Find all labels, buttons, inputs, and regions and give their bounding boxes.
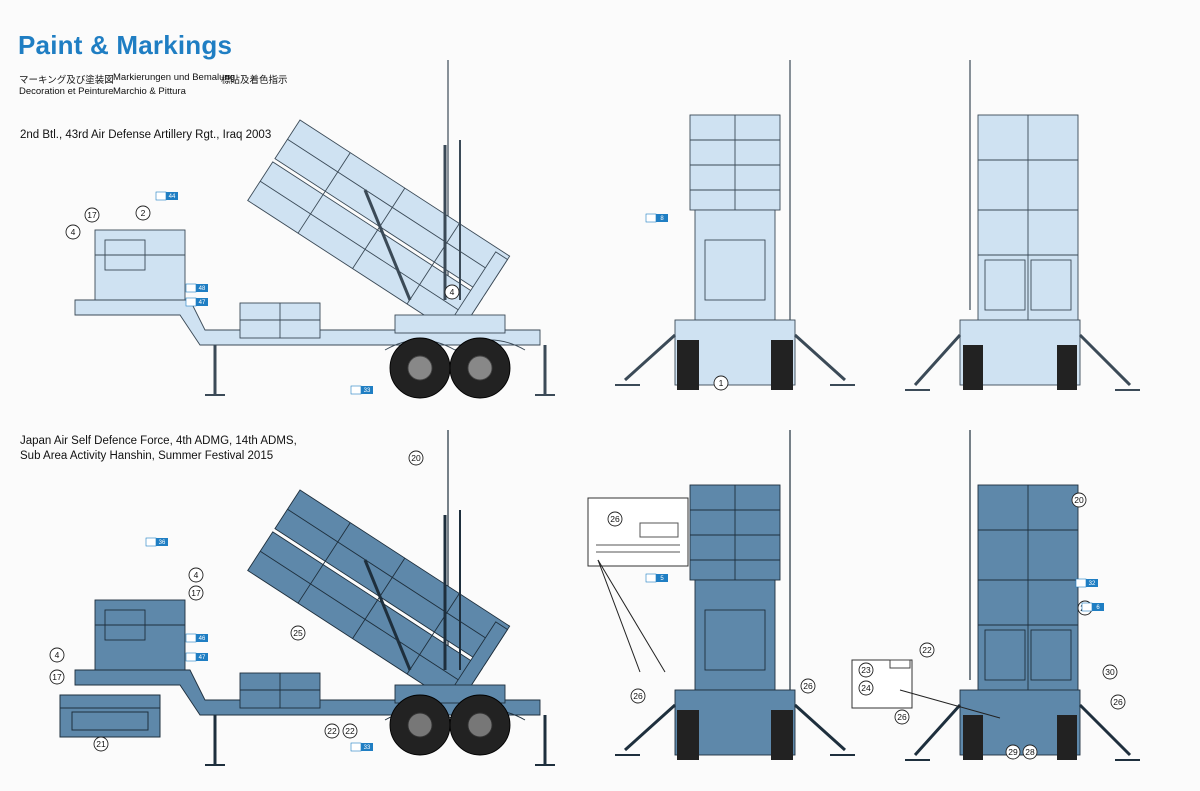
svg-text:4: 4 bbox=[450, 287, 455, 297]
paint-ref-47: 47 bbox=[185, 297, 208, 307]
paint-ref-33: 33 bbox=[350, 385, 373, 395]
svg-text:29: 29 bbox=[1008, 747, 1018, 757]
subtitle-french: Decoration et Peinture bbox=[19, 86, 114, 97]
callout-4: 4 bbox=[49, 647, 65, 663]
callout-1: 1 bbox=[713, 375, 729, 391]
svg-text:26: 26 bbox=[1113, 697, 1123, 707]
svg-text:44: 44 bbox=[169, 194, 176, 200]
paint-ref-6: 6 bbox=[1081, 602, 1104, 612]
svg-text:22: 22 bbox=[327, 726, 337, 736]
callout-24: 24 bbox=[858, 680, 874, 696]
svg-text:30: 30 bbox=[1105, 667, 1115, 677]
svg-text:1: 1 bbox=[719, 378, 724, 388]
callout-17: 17 bbox=[49, 669, 65, 685]
svg-text:25: 25 bbox=[293, 628, 303, 638]
scheme-1-front-view bbox=[613, 58, 857, 392]
callout-22: 22 bbox=[324, 723, 340, 739]
svg-text:46: 46 bbox=[199, 636, 206, 642]
callout-17: 17 bbox=[188, 585, 204, 601]
scheme-2-front-view bbox=[613, 428, 857, 762]
subtitle-italian: Marchio & Pittura bbox=[113, 86, 186, 97]
svg-text:47: 47 bbox=[199, 300, 206, 306]
svg-text:17: 17 bbox=[191, 588, 201, 598]
scheme-2-rear-view bbox=[903, 428, 1142, 762]
callout-4: 4 bbox=[444, 284, 460, 300]
svg-text:2: 2 bbox=[141, 208, 146, 218]
paint-ref-33: 33 bbox=[350, 742, 373, 752]
paint-ref-8: 8 bbox=[645, 213, 668, 223]
callout-22: 22 bbox=[919, 642, 935, 658]
callout-20: 20 bbox=[1071, 492, 1087, 508]
paint-ref-48: 48 bbox=[185, 283, 208, 293]
callout-4: 4 bbox=[188, 567, 204, 583]
svg-text:24: 24 bbox=[861, 683, 871, 693]
svg-text:8: 8 bbox=[660, 216, 664, 222]
paint-ref-32: 32 bbox=[1075, 578, 1098, 588]
paint-ref-36: 36 bbox=[145, 537, 168, 547]
paint-ref-47: 47 bbox=[185, 652, 208, 662]
svg-text:22: 22 bbox=[922, 645, 932, 655]
svg-text:20: 20 bbox=[1074, 495, 1084, 505]
inset-detail-generator bbox=[59, 694, 161, 738]
svg-text:21: 21 bbox=[96, 739, 106, 749]
svg-text:28: 28 bbox=[1025, 747, 1035, 757]
svg-text:26: 26 bbox=[803, 681, 813, 691]
callout-28: 28 bbox=[1022, 744, 1038, 760]
svg-text:33: 33 bbox=[364, 388, 371, 394]
svg-text:20: 20 bbox=[411, 453, 421, 463]
callout-22: 22 bbox=[342, 723, 358, 739]
svg-text:26: 26 bbox=[610, 514, 620, 524]
callout-26: 26 bbox=[800, 678, 816, 694]
svg-text:23: 23 bbox=[861, 665, 871, 675]
svg-text:4: 4 bbox=[71, 227, 76, 237]
callout-21: 21 bbox=[93, 736, 109, 752]
callout-26: 26 bbox=[607, 511, 623, 527]
callout-2: 2 bbox=[135, 205, 151, 221]
callout-29: 29 bbox=[1005, 744, 1021, 760]
subtitle-german: Markierungen und Bemalung bbox=[113, 72, 235, 83]
svg-text:4: 4 bbox=[55, 650, 60, 660]
svg-text:33: 33 bbox=[364, 745, 371, 751]
svg-text:32: 32 bbox=[1089, 581, 1096, 587]
svg-text:22: 22 bbox=[345, 726, 355, 736]
scheme-2-side-view bbox=[73, 428, 557, 767]
svg-text:5: 5 bbox=[660, 576, 664, 582]
svg-text:48: 48 bbox=[199, 286, 206, 292]
callout-17: 17 bbox=[84, 207, 100, 223]
scheme-1-side-view bbox=[73, 58, 557, 399]
subtitle-chinese: 標貼及着色指示 bbox=[221, 75, 288, 86]
svg-text:36: 36 bbox=[159, 540, 166, 546]
subtitle-japanese: マーキング及び塗装図 bbox=[19, 75, 114, 86]
scheme-2-caption: Japan Air Self Defence Force, 4th ADMG, … bbox=[20, 435, 297, 462]
svg-text:17: 17 bbox=[87, 210, 97, 220]
svg-text:26: 26 bbox=[897, 712, 907, 722]
svg-text:47: 47 bbox=[199, 655, 206, 661]
scheme-1-caption: 2nd Btl., 43rd Air Defense Artillery Rgt… bbox=[20, 129, 272, 141]
callout-23: 23 bbox=[858, 662, 874, 678]
callout-26: 26 bbox=[894, 709, 910, 725]
svg-text:17: 17 bbox=[52, 672, 62, 682]
callout-20: 20 bbox=[408, 450, 424, 466]
page-title: Paint & Markings bbox=[18, 30, 233, 60]
callout-26: 26 bbox=[630, 688, 646, 704]
paint-ref-46: 46 bbox=[185, 633, 208, 643]
callout-30: 30 bbox=[1102, 664, 1118, 680]
inset-detail-decal bbox=[587, 497, 689, 673]
svg-text:26: 26 bbox=[633, 691, 643, 701]
callout-26: 26 bbox=[1110, 694, 1126, 710]
scheme-1-rear-view bbox=[903, 58, 1142, 392]
callout-layer: 1724412041741725222221262626202722232430… bbox=[49, 205, 1126, 760]
callout-25: 25 bbox=[290, 625, 306, 641]
paint-ref-5: 5 bbox=[645, 573, 668, 583]
callout-4: 4 bbox=[65, 224, 81, 240]
paint-ref-44: 44 bbox=[155, 191, 178, 201]
svg-text:6: 6 bbox=[1096, 605, 1100, 611]
svg-text:4: 4 bbox=[194, 570, 199, 580]
